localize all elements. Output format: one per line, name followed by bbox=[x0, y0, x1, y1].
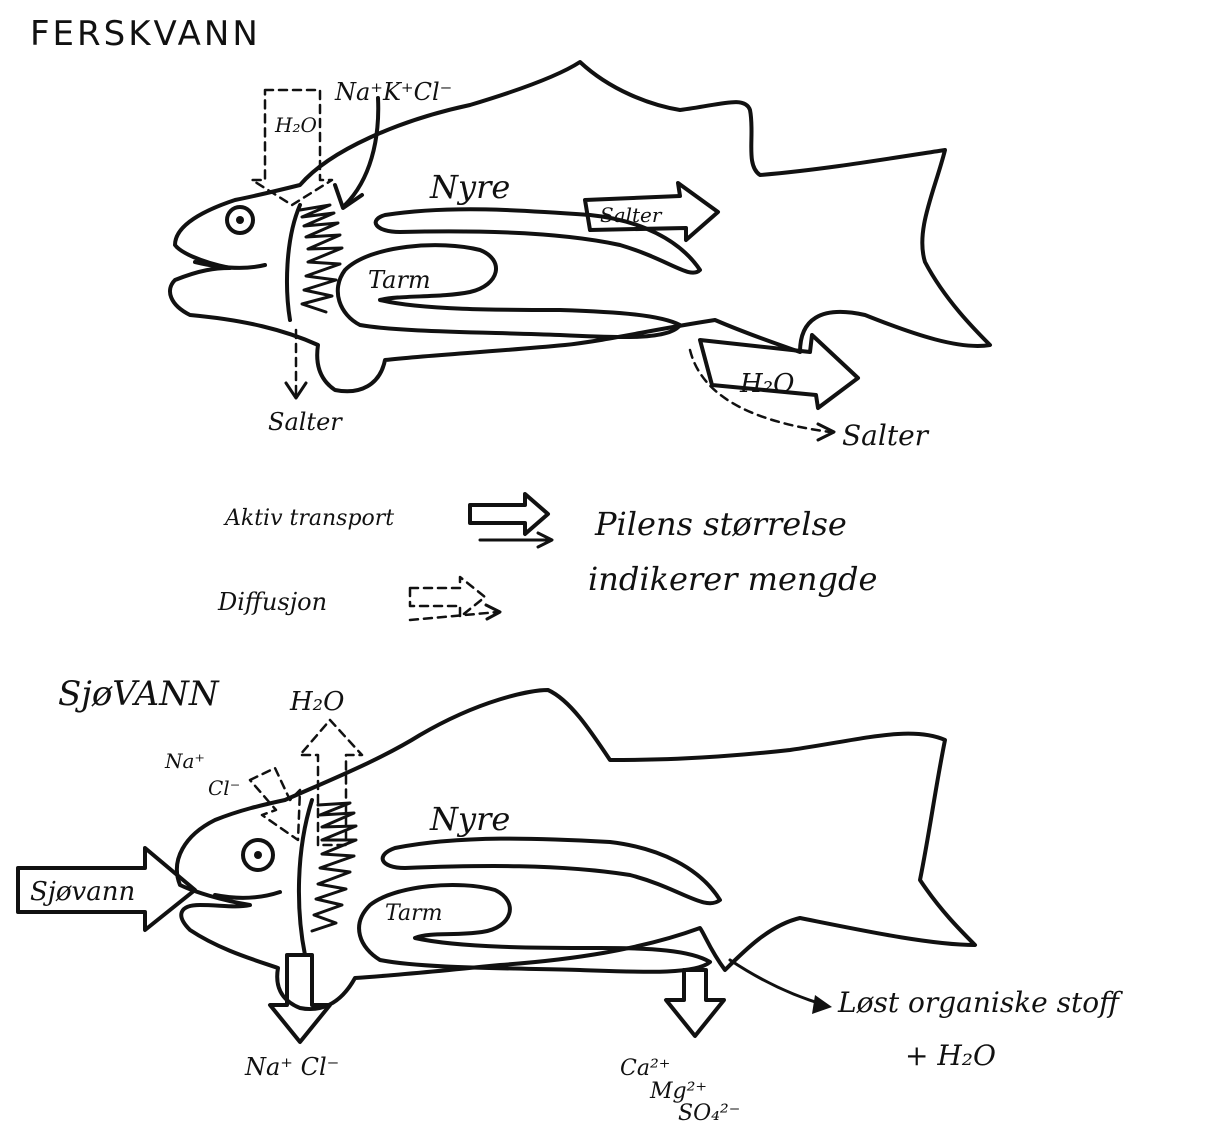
freshwater-water-out-label: H₂O bbox=[739, 369, 794, 399]
freshwater-pupil bbox=[236, 216, 244, 224]
legend-active-block-arrow bbox=[470, 494, 548, 534]
freshwater-salts-gill-label: Salter bbox=[268, 408, 343, 436]
freshwater-salts-kidney-label: Salter bbox=[600, 203, 663, 227]
seawater-gut-label: Tarm bbox=[385, 901, 442, 926]
seawater-ion-cl-label: Cl⁻ bbox=[208, 776, 240, 800]
seawater-excretion-arrowhead bbox=[812, 995, 832, 1014]
freshwater-kidney-label: Nyre bbox=[429, 168, 510, 206]
seawater-kidney-label: Nyre bbox=[429, 800, 510, 838]
legend: Aktiv transport Diffusjon Pilens størrel… bbox=[217, 494, 877, 620]
seawater-heading: SjøVANN bbox=[58, 674, 220, 714]
freshwater-water-in-label: H₂O bbox=[274, 113, 317, 137]
seawater-gut-out-arrow bbox=[666, 970, 724, 1036]
legend-note-line2: indikerer mengde bbox=[588, 560, 877, 598]
legend-diffusion-block-arrow bbox=[410, 577, 485, 617]
legend-diffusion-label: Diffusjon bbox=[217, 588, 327, 616]
freshwater-mouth bbox=[195, 262, 265, 268]
seawater-gut bbox=[359, 885, 710, 972]
seawater-fish-outline bbox=[177, 690, 975, 1009]
seawater-gill-out-label: Na⁺ Cl⁻ bbox=[244, 1053, 339, 1081]
seawater-gut-out-so4: SO₄²⁻ bbox=[678, 1101, 740, 1126]
seawater-gut-out-ca: Ca²⁺ bbox=[620, 1056, 670, 1081]
freshwater-heading: FERSKVANN bbox=[30, 14, 261, 54]
freshwater-ion-label: Na⁺K⁺Cl⁻ bbox=[334, 78, 452, 106]
legend-active-line-arrow bbox=[480, 533, 552, 547]
seawater-kidney-tube bbox=[383, 839, 720, 904]
legend-diffusion-line-arrow bbox=[410, 612, 498, 620]
seawater-excretion-arrow bbox=[730, 960, 825, 1005]
seawater-excretion-label-2: + H₂O bbox=[905, 1039, 996, 1072]
freshwater-section: FERSKVANN Nyre Tarm Na⁺K⁺Cl⁻ H₂O Salter … bbox=[30, 14, 990, 452]
freshwater-gill-arch bbox=[287, 205, 300, 320]
freshwater-ion-influx-arrow bbox=[345, 98, 378, 205]
legend-active-label: Aktiv transport bbox=[223, 506, 394, 531]
seawater-mouth bbox=[215, 892, 280, 898]
seawater-pupil bbox=[254, 851, 262, 859]
freshwater-gut-label: Tarm bbox=[368, 266, 431, 294]
seawater-excretion-label-1: Løst organiske stoff bbox=[837, 986, 1123, 1019]
seawater-ion-na-label: Na⁺ bbox=[164, 749, 205, 773]
seawater-water-out-label: H₂O bbox=[289, 687, 344, 717]
seawater-gill-arch bbox=[299, 800, 312, 955]
seawater-drinking-label: Sjøvann bbox=[30, 877, 135, 907]
legend-note-line1: Pilens størrelse bbox=[594, 505, 847, 543]
freshwater-salts-urine-label: Salter bbox=[842, 419, 930, 452]
freshwater-gills bbox=[300, 205, 342, 312]
seawater-section: SjøVANN Nyre Tarm H₂O Na⁺ Cl⁻ Sjøvann Na… bbox=[18, 674, 1123, 1126]
